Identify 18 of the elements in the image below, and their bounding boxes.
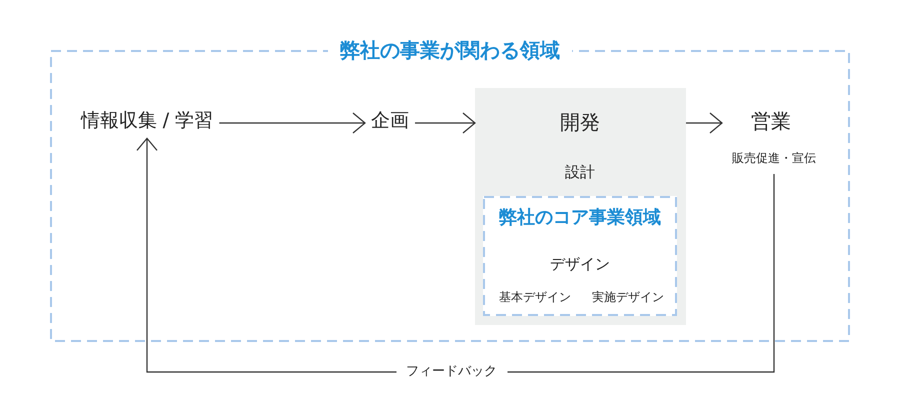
panel-heading: 開発	[560, 110, 600, 134]
sub-label: 実施デザイン	[592, 290, 664, 304]
step-label: 営業	[751, 109, 791, 133]
step-label: 情報収集 / 学習	[80, 110, 214, 132]
panel-label: 設計	[565, 163, 595, 181]
sub-label: 基本デザイン	[499, 290, 571, 304]
arrow	[136, 138, 775, 373]
arrow	[686, 112, 723, 134]
step-note: 販売促進・宣伝	[732, 150, 816, 166]
dashed-region-box	[483, 196, 677, 316]
process-panel	[475, 88, 686, 325]
arrow	[219, 112, 366, 134]
process-label: デザイン	[550, 255, 610, 273]
edge-label: フィードバック	[396, 364, 507, 380]
arrow	[415, 112, 476, 134]
region-title: 弊社のコア事業領域	[499, 207, 661, 229]
step-label: 企画	[371, 110, 409, 132]
region-title: 弊社の事業が関わる領域	[328, 38, 572, 62]
